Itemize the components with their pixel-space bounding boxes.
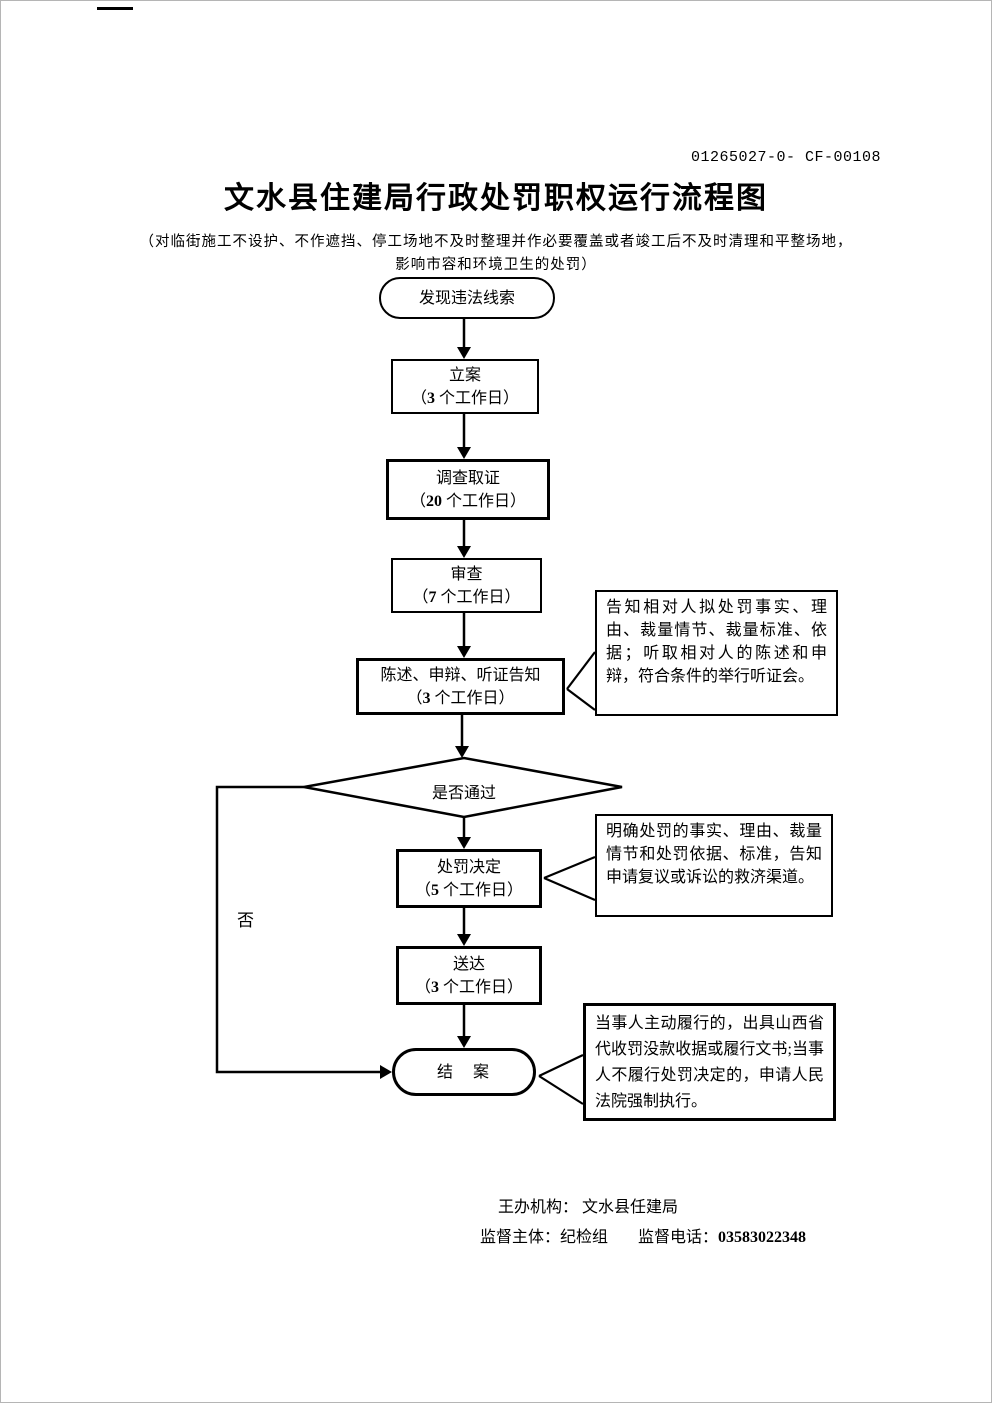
callout-note-hearing: 告知相对人拟处罚事实、理由、裁量情节、裁量标准、依据；听取相对人的陈述和申辩，符… <box>595 590 838 716</box>
note-pointer-3 <box>538 1054 584 1105</box>
step-decision-duration: （5 个工作日） <box>414 881 524 899</box>
phone-number: 03583022348 <box>718 1229 807 1246</box>
step-delivery-duration: （3 个工作日） <box>414 978 524 996</box>
scan-artifact <box>97 7 133 10</box>
step-filing-box: 立案 （3 个工作日） <box>391 359 539 414</box>
step-notice-duration: （3 个工作日） <box>406 689 515 707</box>
step-review-duration: （7 个工作日） <box>412 588 521 606</box>
step-investigation-duration: （20 个工作日） <box>409 492 527 510</box>
callout-note-enforcement: 当事人主动履行的，出具山西省代收罚没款收据或履行文书;当事人不履行处罚决定的，申… <box>583 1003 836 1121</box>
no-branch-line <box>215 785 381 1074</box>
decision-diamond <box>303 756 623 819</box>
flow-start-oval: 发现违法线索 <box>379 277 555 319</box>
supervisor-label: 监督主体：纪检组 <box>480 1229 609 1246</box>
step-delivery-label: 送达 <box>452 955 485 973</box>
step-review-box: 审查 （7 个工作日） <box>391 558 542 613</box>
step-filing-duration: （3 个工作日） <box>410 389 520 407</box>
decision-label: 是否通过 <box>431 785 496 802</box>
step-notice-box: 陈述、申辩、听证告知 （3 个工作日） <box>356 658 565 715</box>
step-notice-label: 陈述、申辩、听证告知 <box>380 666 541 684</box>
step-decision-box: 处罚决定 （5 个工作日） <box>396 849 542 908</box>
note-pointer-2 <box>543 855 596 902</box>
callout-note-penalty: 明确处罚的事实、理由、裁量情节和处罚依据、标准，告知申请复议或诉讼的救济渠道。 <box>595 814 833 917</box>
step-review-label: 审查 <box>450 565 483 583</box>
page-subtitle-line2: 影响市容和环境卫生的处罚） <box>395 257 597 273</box>
step-investigation-label: 调查取证 <box>435 469 500 487</box>
note-pointer-1 <box>566 651 596 711</box>
no-branch-arrowhead <box>380 1065 392 1079</box>
step-decision-label: 处罚决定 <box>436 858 501 876</box>
step-investigation-box: 调查取证 （20 个工作日） <box>386 459 550 520</box>
phone-label: 监督电话： <box>638 1229 719 1246</box>
connector-arrows <box>455 319 471 1048</box>
flow-end-label: 结 案 <box>436 1063 491 1081</box>
supervision-line: 监督主体：纪检组 监督电话：03583022348 <box>480 1223 806 1247</box>
page-subtitle-line1: （对临街施工不设护、不作遮挡、停工场地不及时整理并作必要覆盖或者竣工后不及时清理… <box>139 234 853 250</box>
step-filing-label: 立案 <box>448 366 481 384</box>
no-branch-label: 否 <box>237 911 254 930</box>
organizer-line: 王办机构： 文水县任建局 <box>498 1199 679 1216</box>
flow-start-label: 发现违法线索 <box>418 289 515 307</box>
flow-end-oval: 结 案 <box>392 1048 536 1096</box>
step-delivery-box: 送达 （3 个工作日） <box>396 946 542 1005</box>
doc-code-label: 01265027-0- CF-00108 <box>691 149 882 166</box>
page-title: 文水县住建局行政处罚职权运行流程图 <box>224 182 768 215</box>
